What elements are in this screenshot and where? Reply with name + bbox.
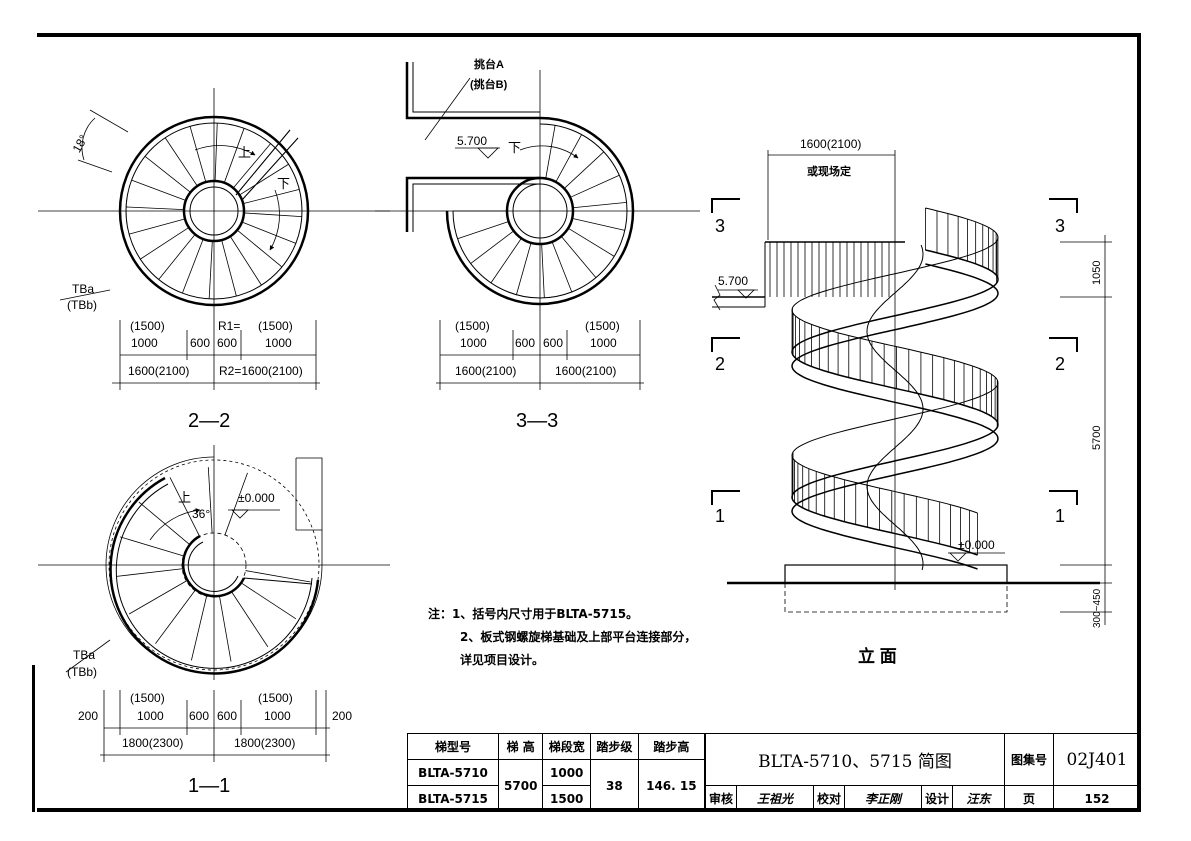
angle-18: 18° <box>70 132 91 155</box>
th-step-height: 踏步高 <box>637 733 706 760</box>
label-down-33: 下 <box>508 140 521 155</box>
th-width: 梯段宽 <box>542 733 592 760</box>
dim-33-bot-1: 1600(2100) <box>455 364 516 378</box>
angle-36: 36° <box>192 507 210 521</box>
section-mark-2-right: 2 <box>1055 354 1065 374</box>
dim-22-top-3: (1500) <box>258 319 293 333</box>
dim-22-mid-2: 600 <box>190 336 210 350</box>
page-label: 页 <box>1004 785 1054 812</box>
th-steps: 踏步级 <box>590 733 639 760</box>
elevation-title: 立 面 <box>858 646 897 666</box>
dim-33-bot-2: 1600(2100) <box>555 364 616 378</box>
section-mark-1-right: 1 <box>1055 506 1065 526</box>
design-label: 设计 <box>920 785 953 812</box>
atlas-label: 图集号 <box>1004 733 1054 786</box>
note-line-2: 2、板式钢螺旋梯基础及上部平台连接部分， <box>460 630 697 644</box>
review-signature: 王祖光 <box>736 785 814 812</box>
dim-11-top-2: (1500) <box>258 691 293 705</box>
dim-33-top-2: (1500) <box>585 319 620 333</box>
tba-label-11: TBa <box>73 648 95 662</box>
tbb-label-11: (TBb) <box>67 665 97 679</box>
title-3-3: 3—3 <box>516 410 558 432</box>
section-mark-3-left: 3 <box>715 216 725 236</box>
label-up-11: 上 <box>178 490 191 505</box>
label-up-22: 上 <box>238 145 251 160</box>
dim-33-mid-4: 1000 <box>590 336 617 350</box>
dim-11-mid-3: 600 <box>189 709 209 723</box>
model-5710: BLTA-5710 <box>406 759 500 786</box>
dim-22-mid-4: 1000 <box>265 336 292 350</box>
cell-steps: 38 <box>590 759 639 812</box>
spec-table: 梯型号 梯 高 梯段宽 踏步级 踏步高 BLTA-5710 5700 1000 … <box>406 733 706 812</box>
title-2-2: 2—2 <box>188 410 230 432</box>
notes-block: 注：1、括号内尺寸用于BLTA-5715。 2、板式钢螺旋梯基础及上部平台连接部… <box>428 603 696 672</box>
dim-22-mid-1: 1000 <box>131 336 158 350</box>
cell-height: 5700 <box>498 759 544 812</box>
model-5715: BLTA-5715 <box>406 785 500 812</box>
platform-a-label: 挑台A <box>474 57 504 71</box>
title-1-1: 1—1 <box>188 775 230 797</box>
dim-5700: 5700 <box>1091 426 1103 450</box>
section-mark-1-left: 1 <box>715 506 725 526</box>
dim-33-mid-2: 600 <box>515 336 535 350</box>
cell-width-2: 1500 <box>542 785 592 812</box>
atlas-number: 02J401 <box>1053 733 1141 786</box>
note-line-1: 注：1、括号内尺寸用于BLTA-5715。 <box>428 607 639 621</box>
dim-22-top-1: (1500) <box>130 319 165 333</box>
note-line-3: 详见项目设计。 <box>460 653 545 667</box>
platform-b-label: (挑台B) <box>470 77 508 91</box>
section-mark-2-left: 2 <box>715 354 725 374</box>
dim-22-mid-3: 600 <box>217 336 237 350</box>
dim-22-bot-2: R2=1600(2100) <box>219 364 303 378</box>
dim-33-mid-3: 600 <box>543 336 563 350</box>
level-5700-elev: 5.700 <box>718 274 748 288</box>
dim-33-mid-1: 1000 <box>460 336 487 350</box>
dim-11-mid-2: 1000 <box>137 709 164 723</box>
plan-2-2 <box>38 88 390 390</box>
dim-300-450: 300~450 <box>1092 588 1103 628</box>
dim-11-mid-4: 600 <box>217 709 237 723</box>
page-number: 152 <box>1053 785 1141 812</box>
dim-11-mid-5: 1000 <box>264 709 291 723</box>
dim-22-top-2: R1= <box>218 319 240 333</box>
check-label: 校对 <box>812 785 845 812</box>
design-signature: 汪东 <box>951 785 1006 812</box>
level-5700-plan: 5.700 <box>457 134 487 148</box>
dim-11-bot-2: 1800(2300) <box>234 736 295 750</box>
dim-1050: 1050 <box>1091 261 1103 285</box>
dim-11-mid-6: 200 <box>332 709 352 723</box>
level-000-plan: ±0.000 <box>238 491 275 505</box>
dim-11-mid-1: 200 <box>78 709 98 723</box>
title-block: BLTA-5710、5715 简图 图集号 02J401 审核 王祖光 校对 李… <box>705 733 1141 812</box>
elev-width-note: 或现场定 <box>807 164 851 178</box>
dim-11-bot-1: 1800(2300) <box>122 736 183 750</box>
th-model: 梯型号 <box>406 733 500 760</box>
level-000-elev: ±0.000 <box>958 538 995 552</box>
tbb-label-22: (TBb) <box>67 298 97 312</box>
tba-label-22: TBa <box>72 282 94 296</box>
cell-step-height: 146. 15 <box>637 759 706 812</box>
frame-left-mark <box>32 665 35 812</box>
review-label: 审核 <box>705 785 737 812</box>
dim-11-top-1: (1500) <box>130 691 165 705</box>
th-height: 梯 高 <box>498 733 544 760</box>
cell-width-1: 1000 <box>542 759 592 786</box>
check-signature: 李正刚 <box>843 785 922 812</box>
section-mark-3-right: 3 <box>1055 216 1065 236</box>
dim-22-bot-1: 1600(2100) <box>128 364 189 378</box>
elev-width-dim: 1600(2100) <box>800 137 861 151</box>
dim-33-top-1: (1500) <box>455 319 490 333</box>
plan-1-1 <box>38 445 390 762</box>
drawing-title: BLTA-5710、5715 简图 <box>705 733 1005 786</box>
elevation-view <box>711 150 1112 625</box>
plan-3-3 <box>375 62 700 390</box>
label-down-22: 下 <box>277 176 290 191</box>
